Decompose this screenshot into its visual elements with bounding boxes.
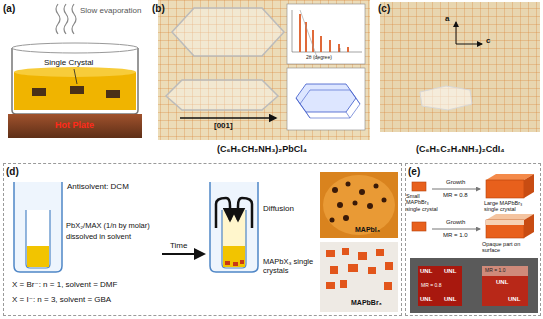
- panel-letter: (e): [408, 166, 420, 177]
- panel-frame: (e): [405, 163, 541, 316]
- axis-label: [001]: [214, 121, 233, 130]
- sample-label: MAPbBr₃: [351, 299, 382, 307]
- annotation: Antisolvent: DCM: [67, 182, 129, 191]
- compound-name: (C₆H₅C₂H₄NH₃)₂CdI₄: [416, 144, 504, 154]
- annotation: MR = 1.0: [443, 232, 468, 239]
- sample-label: MAPbI₃: [355, 226, 380, 234]
- photo-label: UNL: [444, 268, 456, 275]
- annotation: PbX₂/MAX (1/n by molar): [66, 222, 150, 231]
- annotation: Small MAPbBr₃ single crystal: [406, 193, 438, 212]
- compound-name: (C₆H₅CH₂NH₃)₂PbCl₄: [217, 144, 307, 154]
- annotation: Opaque part on surface: [482, 241, 538, 254]
- axis-label: c: [486, 36, 490, 45]
- axis-label: 2θ (degree): [306, 55, 332, 61]
- annotation: Growth: [446, 179, 465, 186]
- annotation: MAPbX₃ single crystals: [263, 258, 317, 275]
- panel-letter: (a): [3, 3, 15, 15]
- photo-label: UNL: [420, 268, 432, 275]
- panel-frame: (d): [3, 163, 402, 316]
- process-label: Slow evaporation: [80, 6, 141, 15]
- condition-text: X = I⁻: n = 3, solvent = GBA: [12, 295, 111, 304]
- panel-letter: (d): [6, 166, 19, 177]
- annotation: Diffusion: [263, 204, 294, 213]
- annotation: Growth: [446, 219, 465, 226]
- evaporation-setup: [8, 4, 142, 138]
- part-label: Single Crystal: [44, 58, 93, 67]
- part-label: Hot Plate: [55, 120, 94, 130]
- panel-letter: (b): [152, 3, 165, 15]
- condition-text: X = Br⁻: n = 1, solvent = DMF: [12, 280, 117, 289]
- diffusion-setup: [14, 172, 398, 312]
- photo-label: UNL: [444, 296, 456, 303]
- photo-label: UNL: [496, 279, 508, 286]
- panel-letter: (c): [378, 3, 390, 15]
- crystal-photo: [158, 0, 370, 140]
- photo-label: MR = 1.0: [485, 268, 505, 274]
- annotation: Large MAPbBr₃ single crystal: [484, 200, 538, 213]
- photo-label: MR = 0.8: [421, 283, 441, 289]
- annotation: Time: [170, 241, 187, 250]
- growth-scheme: [410, 174, 538, 313]
- annotation: MR = 0.8: [443, 192, 468, 199]
- photo-label: UNL: [508, 296, 520, 303]
- photo-label: UNL: [420, 296, 432, 303]
- crystal-photo: [380, 2, 540, 132]
- axis-label: a: [445, 14, 449, 23]
- annotation: dissolved in solvent: [66, 233, 131, 242]
